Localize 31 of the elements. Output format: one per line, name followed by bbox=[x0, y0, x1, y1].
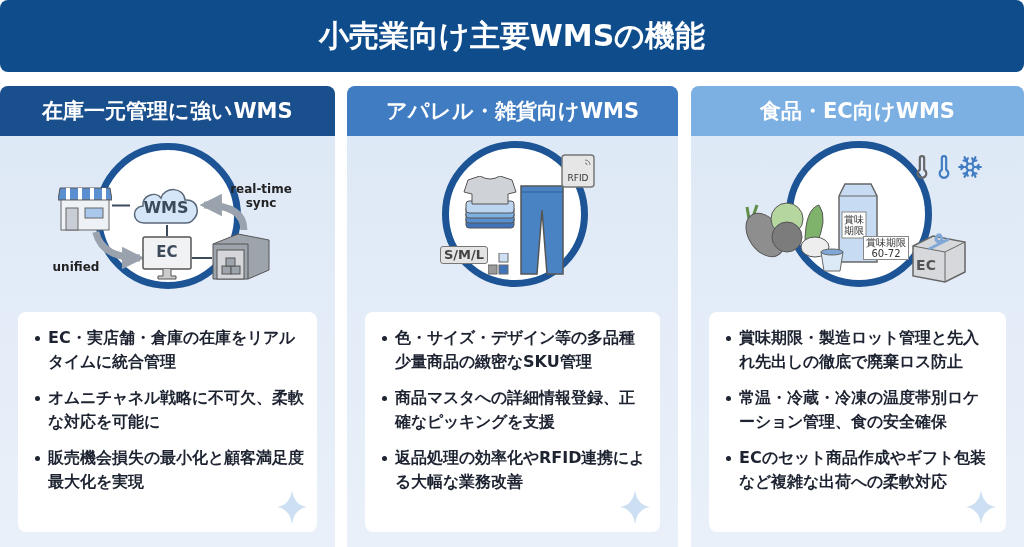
panel-heading: 食品・EC向けWMS bbox=[691, 86, 1024, 136]
feature-card bbox=[365, 312, 660, 532]
bullet-text: EC・実店舗・倉庫の在庫をリアルタイムに統合管理 bbox=[48, 327, 296, 373]
column-panel bbox=[0, 86, 335, 547]
cloud-label: WMS bbox=[143, 197, 189, 217]
bullet-text: 常温・冷蔵・冷凍の温度帯別ロケーション管理、食の安全確保 bbox=[739, 387, 980, 433]
bullet-text: 色・サイズ・デザイン等の多品種少量商品の緻密なSKU管理 bbox=[395, 327, 636, 373]
panel-heading: 在庫一元管理に強いWMS bbox=[0, 86, 335, 136]
bullet-text: 商品マスタへの詳細情報登録、正確なピッキングを支援 bbox=[395, 387, 636, 433]
feature-card bbox=[709, 312, 1006, 532]
bullet-text: オムニチャネル戦略に不可欠、柔軟な対応を可能に bbox=[48, 387, 305, 433]
connector-line bbox=[191, 257, 213, 259]
connector-line bbox=[111, 204, 131, 207]
monitor-label: EC bbox=[156, 243, 178, 263]
column-panel bbox=[347, 86, 678, 547]
edge-label: unified bbox=[51, 260, 101, 274]
connector-line bbox=[166, 224, 168, 237]
column-panel bbox=[691, 86, 1024, 547]
carton-label: 賞味期限 bbox=[843, 214, 865, 236]
bullet-text: ECのセット商品作成やギフト包装など複雑な出荷への柔軟対応 bbox=[739, 447, 987, 493]
panel-heading: アパレル・雑貨向けWMS bbox=[347, 86, 678, 136]
title-banner: 小売業向け主要WMSの機能 bbox=[0, 0, 1024, 72]
tag-text: RFID bbox=[566, 174, 590, 184]
size-tag: S/M/L bbox=[440, 246, 489, 265]
bullet-text: 賞味期限・製造ロット管理と先入れ先出しの徹底で廃棄ロス防止 bbox=[739, 327, 980, 373]
bullet-text: 返品処理の効率化やRFID連携による大幅な業務改善 bbox=[395, 447, 647, 493]
bullet-text: 販売機会損失の最小化と顧客満足度最大化を実現 bbox=[48, 447, 305, 493]
box-label: EC bbox=[915, 258, 937, 274]
expiry-label: 賞味期限 60-72 bbox=[863, 236, 909, 260]
feature-card bbox=[18, 312, 317, 532]
curved-arrow bbox=[199, 194, 248, 231]
